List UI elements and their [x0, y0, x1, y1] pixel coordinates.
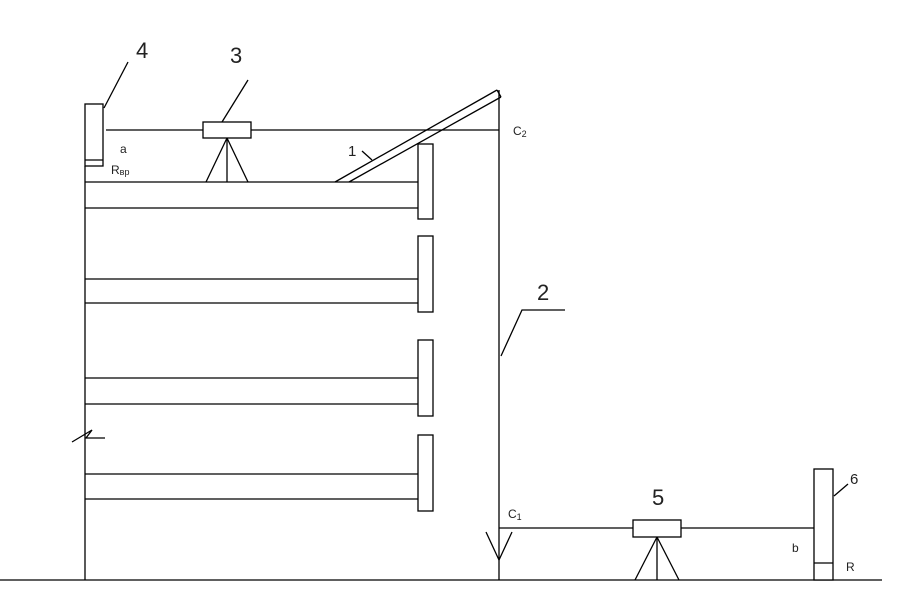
floor-slab-4 [85, 434, 434, 512]
label-2: 2 [537, 280, 549, 305]
floor-slab-1 [85, 143, 434, 220]
label-6: 6 [850, 471, 858, 488]
benchmark-lower: R [846, 560, 855, 574]
point-c2: C2 [513, 124, 527, 139]
staff-6 [813, 468, 834, 581]
leader-3 [221, 79, 249, 123]
label-3: 3 [230, 43, 242, 68]
leader-1 [361, 150, 373, 161]
leader-6 [833, 483, 849, 497]
point-c1: C1 [508, 507, 522, 522]
leader-2 [500, 309, 565, 357]
level-instrument-3 [202, 121, 252, 183]
benchmark-upper: Rвр [111, 163, 129, 177]
leader-4 [103, 61, 129, 109]
plumb-bob [485, 531, 513, 562]
staff-4 [84, 103, 104, 167]
floor-slab-2 [85, 235, 434, 313]
label-5: 5 [652, 485, 664, 510]
level-instrument-5 [632, 519, 682, 581]
wall-break-mark [71, 429, 105, 443]
floor-slab-3 [85, 339, 434, 417]
label-4: 4 [136, 38, 148, 63]
label-1: 1 [348, 143, 356, 160]
reading-a: a [120, 142, 127, 156]
reading-b: b [792, 541, 799, 555]
